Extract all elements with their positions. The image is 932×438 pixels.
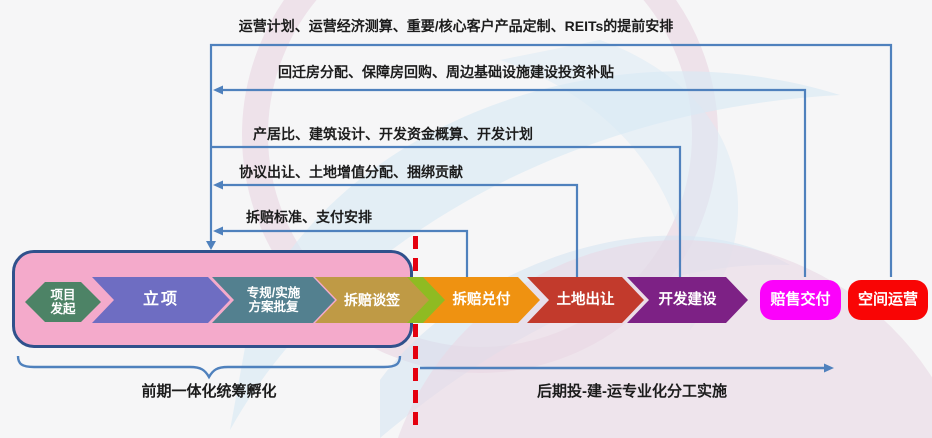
early-phase-label: 前期一体化统筹孵化	[141, 383, 277, 400]
stage-project-approval: 立项	[92, 277, 230, 323]
connector-delivery	[222, 88, 807, 277]
arrow-left-icon	[213, 85, 223, 95]
stage-delivery: 赔售交付	[760, 280, 841, 320]
connector-land	[222, 183, 579, 277]
arrow-right-icon	[824, 363, 834, 373]
annotation-design: 产居比、建筑设计、开发资金概算、开发计划	[253, 126, 533, 142]
arrow-left-icon	[213, 226, 223, 236]
annotation-agreement: 协议出让、土地增值分配、捆绑贡献	[239, 164, 463, 180]
late-phase-label: 后期投-建-运专业化分工实施	[537, 383, 727, 400]
annotation-relocation: 回迁房分配、保障房回购、周边基础设施建设投资补贴	[278, 64, 614, 80]
phase-divider-dashed-line	[413, 236, 418, 428]
connector-compensation	[222, 229, 469, 277]
annotation-standard: 拆赔标准、支付安排	[246, 209, 372, 225]
connector-development	[212, 145, 682, 277]
annotation-operation-plan: 运营计划、运营经济测算、重要/核心客户产品定制、REITs的提前安排	[238, 18, 674, 34]
stage-development: 开发建设	[627, 277, 748, 323]
stage-space-operation: 空间运营	[848, 280, 928, 320]
connector-operation	[209, 43, 893, 277]
arrow-left-icon	[213, 180, 223, 190]
early-phase-brace	[16, 355, 402, 380]
arrow-down-icon	[206, 241, 216, 250]
